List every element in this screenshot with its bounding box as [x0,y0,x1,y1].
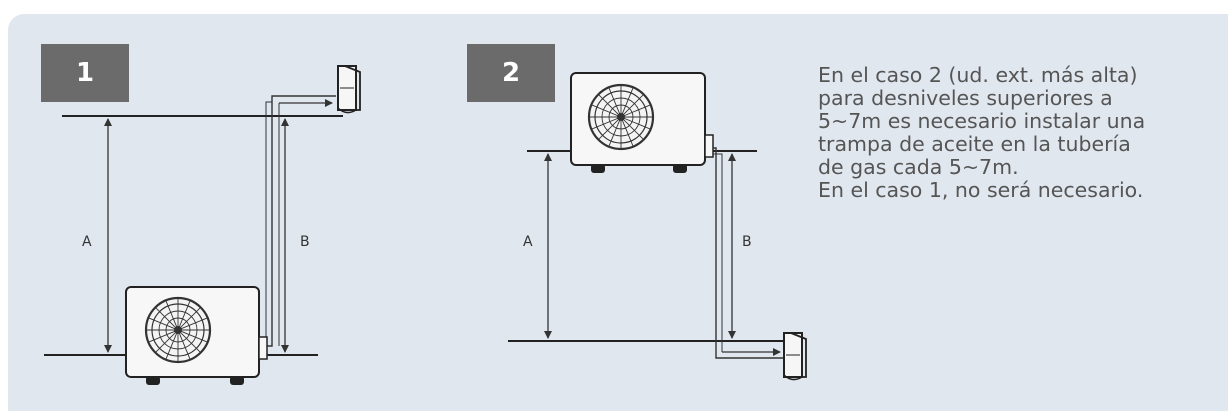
outdoor-unit-icon [125,286,268,385]
case-2-diagram: A B [508,72,807,381]
description-line: En el caso 2 (ud. ext. más alta) [818,63,1138,87]
dimension-a-label: A [523,234,533,250]
description-line: trampa de aceite en la tubería [818,132,1131,156]
refrigerant-pipe [261,95,336,347]
fan-icon [587,83,655,151]
fan-icon [144,296,212,364]
dimension-a-label: A [82,234,92,250]
description-line: 5~7m es necesario instalar una [818,109,1146,133]
case-1-diagram: A B [44,65,361,385]
dimension-b-label: B [742,234,752,250]
description-line: En el caso 1, no será necesario. [818,178,1144,202]
description-line: para desniveles superiores a [818,86,1113,110]
outdoor-unit-icon [570,72,714,173]
refrigerant-pipe [713,147,784,359]
description-line: de gas cada 5~7m. [818,155,1019,179]
dimension-b-label: B [300,234,310,250]
case-2-badge: 2 [467,44,555,102]
indoor-unit-icon [337,65,361,114]
description-text: En el caso 2 (ud. ext. más alta) para de… [818,64,1226,202]
case-1-badge: 1 [41,44,129,102]
indoor-unit-icon [783,332,807,381]
